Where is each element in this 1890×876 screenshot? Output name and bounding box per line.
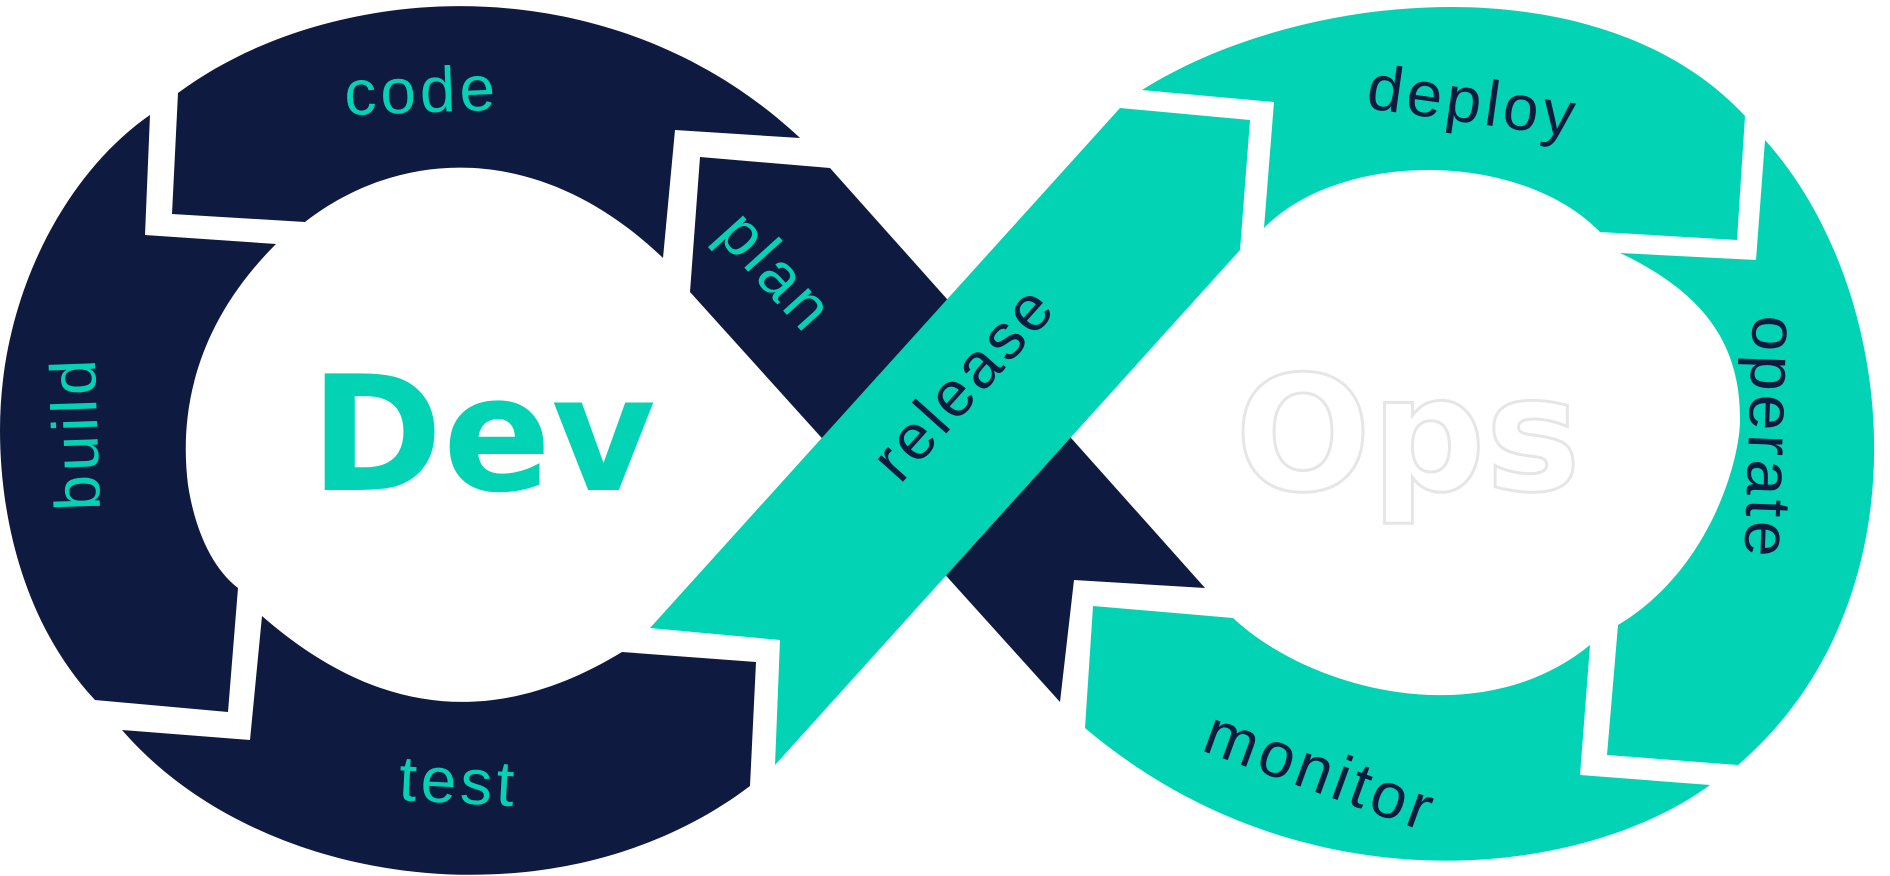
ops-loop — [650, 6, 1875, 861]
ops-segment-deploy — [1142, 6, 1745, 241]
dev-segment-build — [0, 115, 276, 712]
ops-segment-release — [650, 108, 1250, 765]
dev-segment-code — [172, 6, 800, 258]
ops-hub-label: Ops — [1235, 341, 1581, 528]
dev-segment-test — [122, 616, 756, 875]
stage-label-operate: operate — [1730, 315, 1811, 562]
ops-segment-operate — [1607, 140, 1875, 765]
ops-segment-monitor — [1085, 606, 1710, 861]
stage-label-test: test — [397, 742, 520, 820]
dev-hub-label: Dev — [310, 341, 656, 528]
stage-label-code: code — [343, 52, 500, 129]
stage-label-build: build — [37, 354, 114, 512]
